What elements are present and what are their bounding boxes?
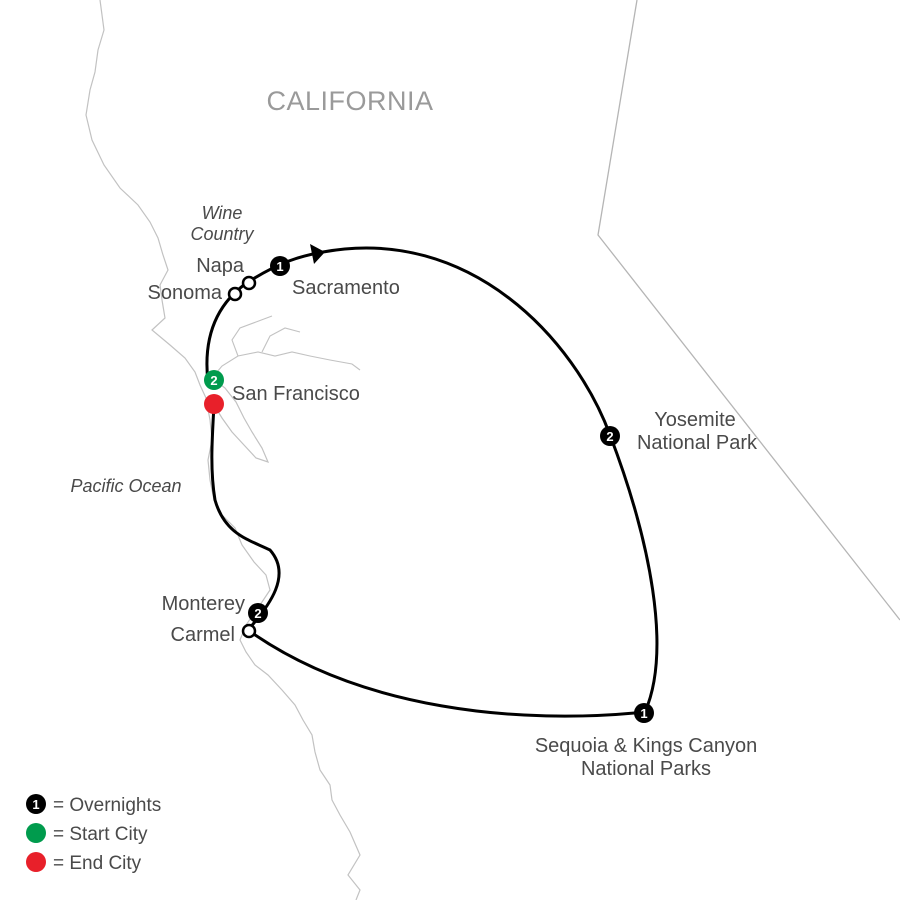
carmel-marker bbox=[241, 623, 257, 639]
legend-overnights-label: = Overnights bbox=[53, 795, 161, 816]
sequoia-label-line2: National Parks bbox=[581, 758, 711, 780]
legend: 1 = Overnights = Start City = End City bbox=[26, 794, 161, 874]
region-label: CALIFORNIA bbox=[266, 86, 433, 116]
yosemite-overnight-marker bbox=[600, 426, 620, 446]
yosemite-nights: 2 bbox=[606, 429, 613, 444]
legend-end-city-label: = End City bbox=[53, 853, 142, 874]
state-border bbox=[597, 0, 900, 621]
yosemite-label-line1: Yosemite bbox=[654, 409, 736, 431]
legend-overnights-number: 1 bbox=[32, 797, 39, 812]
sacramento-overnight-marker bbox=[270, 256, 290, 276]
monterey-label: Monterey bbox=[162, 593, 245, 615]
napa-label: Napa bbox=[196, 255, 245, 277]
legend-overnights-icon bbox=[26, 794, 46, 814]
carmel-label: Carmel bbox=[171, 624, 235, 646]
legend-end-city-icon bbox=[26, 852, 46, 872]
san-pablo-bay bbox=[211, 315, 361, 379]
san-francisco-end-marker bbox=[204, 394, 224, 414]
wine-country-label-line2: Country bbox=[190, 224, 254, 244]
san-francisco-label: San Francisco bbox=[232, 383, 360, 405]
sequoia-nights: 1 bbox=[640, 706, 647, 721]
sequoia-label-line1: Sequoia & Kings Canyon bbox=[535, 735, 757, 757]
san-francisco-nights: 2 bbox=[210, 373, 217, 388]
sequoia-overnight-marker bbox=[634, 703, 654, 723]
legend-start-city-icon bbox=[26, 823, 46, 843]
route-direction-arrow bbox=[310, 244, 325, 264]
sonoma-marker bbox=[227, 286, 243, 302]
napa-marker bbox=[241, 275, 257, 291]
monterey-overnight-marker bbox=[248, 603, 268, 623]
sonoma-label: Sonoma bbox=[148, 282, 223, 304]
san-francisco-bay bbox=[211, 377, 270, 463]
coastline bbox=[85, 0, 361, 900]
wine-country-label-line1: Wine bbox=[202, 203, 243, 223]
san-francisco-start-marker bbox=[204, 370, 224, 390]
yosemite-label-line2: National Park bbox=[637, 432, 758, 454]
pacific-ocean-label: Pacific Ocean bbox=[70, 476, 181, 496]
sacramento-label: Sacramento bbox=[292, 277, 400, 299]
sacramento-nights: 1 bbox=[276, 259, 283, 274]
legend-start-city-label: = Start City bbox=[53, 824, 148, 845]
tour-route-loop bbox=[210, 246, 659, 718]
monterey-nights: 2 bbox=[254, 606, 261, 621]
